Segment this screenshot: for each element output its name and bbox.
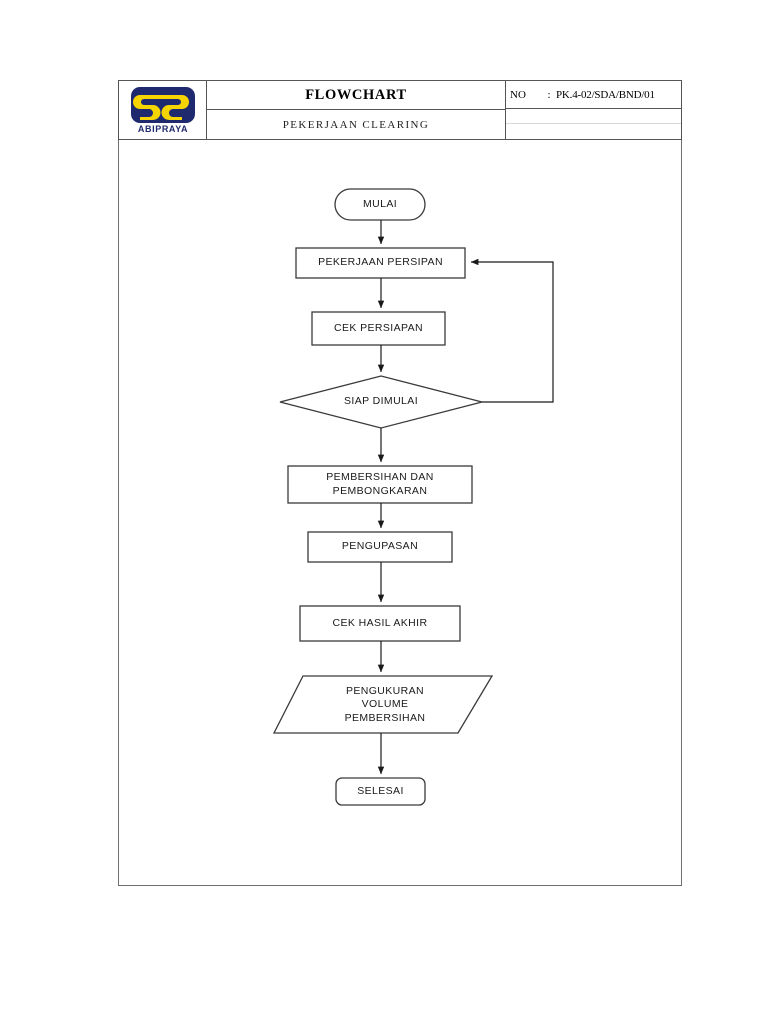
document-number-label: NO (510, 88, 526, 101)
label-pembersihan-pembongkaran[interactable]: PEMBERSIHAN DAN PEMBONGKARAN (326, 471, 434, 497)
document-subtitle: PEKERJAAN CLEARING (282, 118, 430, 131)
svg-text:ABIPRAYA: ABIPRAYA (137, 124, 187, 134)
label-mulai[interactable]: MULAI (362, 197, 398, 210)
label-selesai[interactable]: SELESAI (357, 784, 404, 797)
document-number-blank-area (506, 109, 681, 139)
label-pengupasan[interactable]: PENGUPASAN (341, 540, 419, 553)
document-title: FLOWCHART (207, 81, 505, 110)
title-cell: FLOWCHART PEKERJAAN CLEARING (207, 81, 506, 139)
label-cek-persiapan[interactable]: CEK PERSIAPAN (333, 321, 424, 334)
blank-rule (506, 109, 681, 124)
abipraya-logo: ABIPRAYA (130, 86, 196, 134)
label-siap-dimulai[interactable]: SIAP DIMULAI (343, 395, 419, 408)
label-pekerjaan-persipan[interactable]: PEKERJAAN PERSIPAN (318, 256, 443, 269)
document-number-value: PK.4-02/SDA/BND/01 (556, 88, 655, 101)
document-number-colon: : (547, 88, 551, 101)
title-block-table: ABIPRAYA FLOWCHART PEKERJAAN CLEARING NO… (118, 80, 682, 140)
label-pengukuran-volume[interactable]: PENGUKURAN VOLUME PEMBERSIHAN (344, 684, 426, 724)
logo-cell: ABIPRAYA (119, 81, 207, 139)
document-number-cell: NO : PK.4-02/SDA/BND/01 (506, 81, 681, 139)
document-number-row: NO : PK.4-02/SDA/BND/01 (506, 81, 681, 109)
label-cek-hasil-akhir[interactable]: CEK HASIL AKHIR (332, 616, 428, 629)
